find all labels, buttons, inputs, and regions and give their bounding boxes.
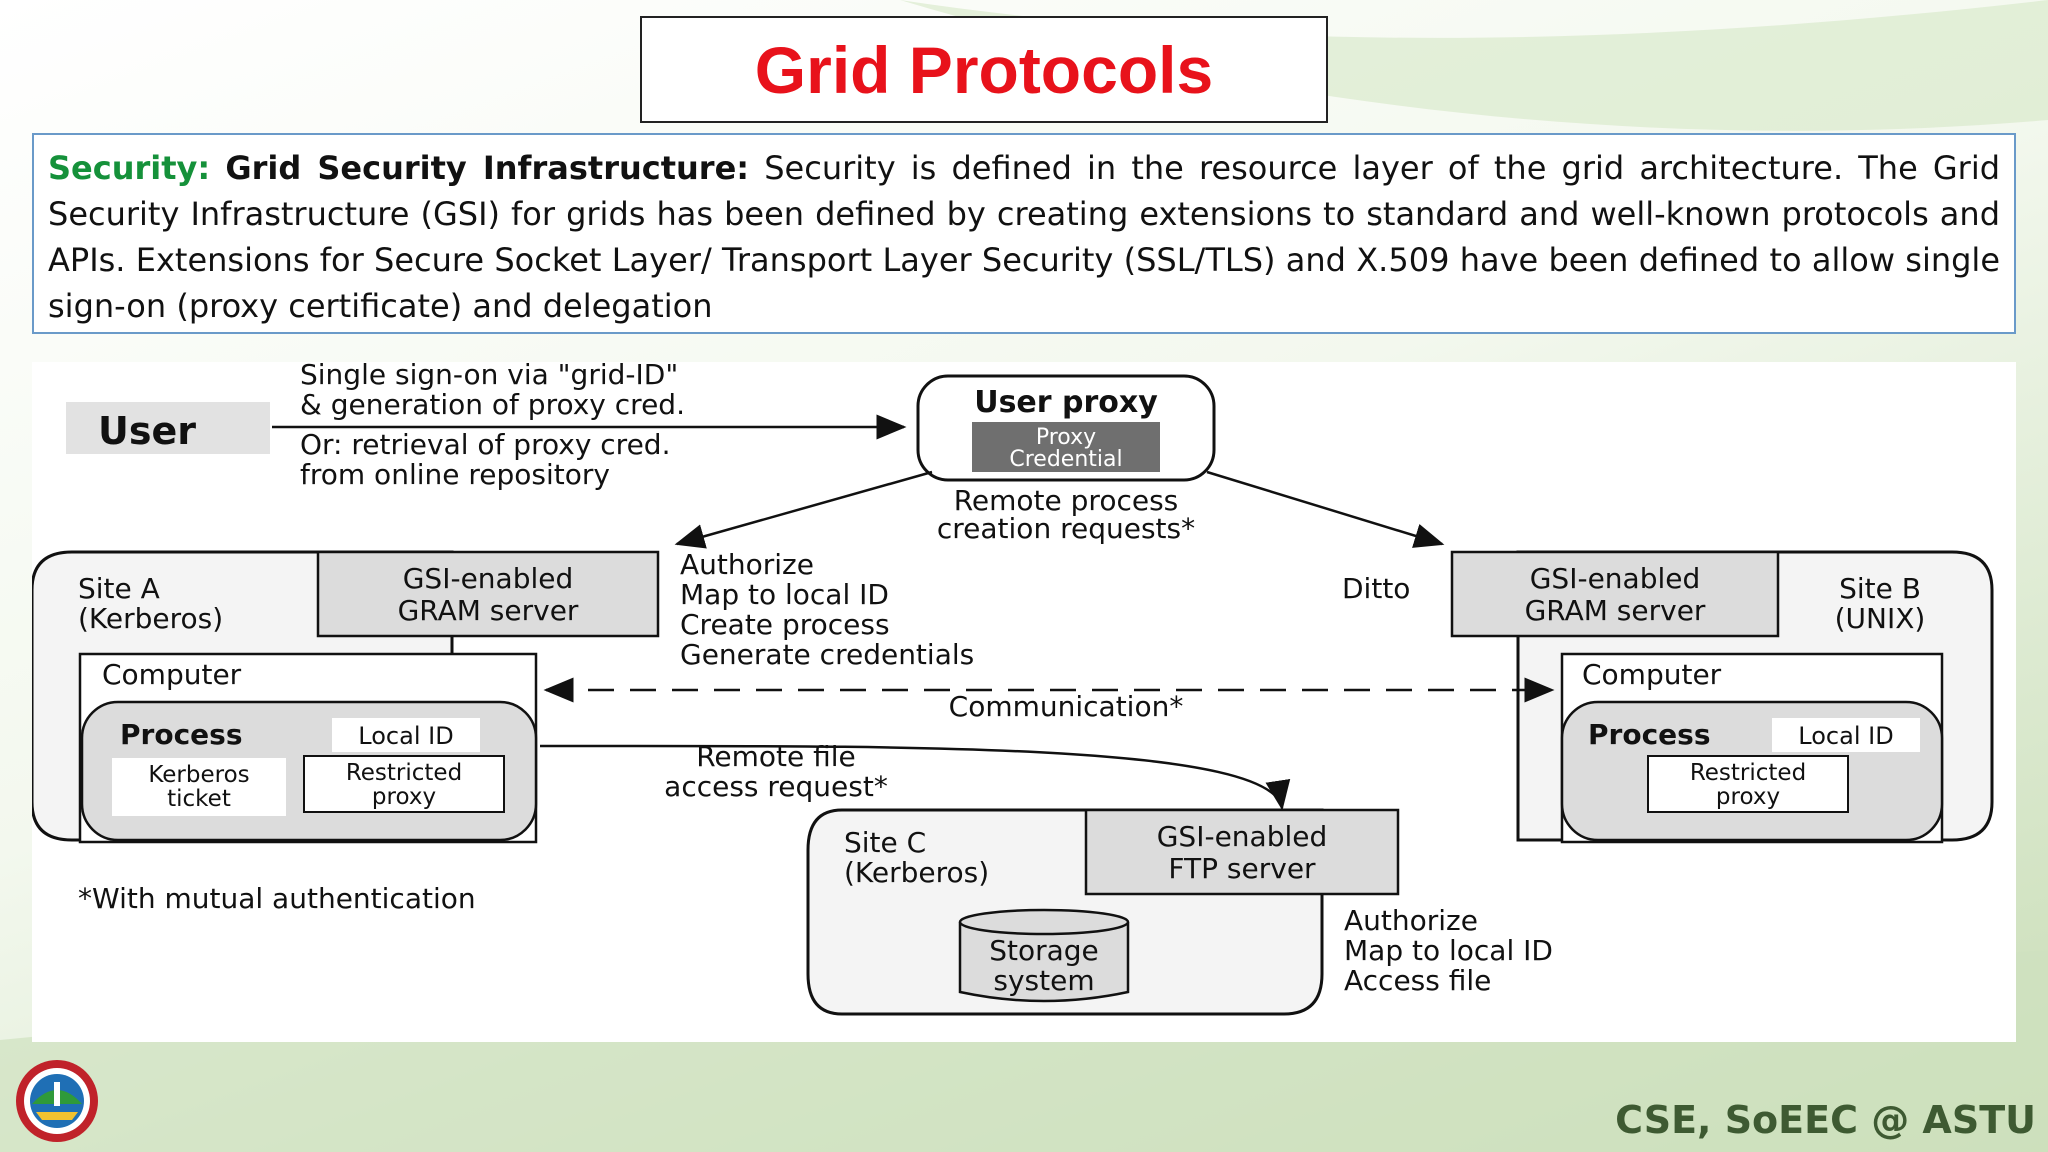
proxy-credential-1: Proxy (1036, 425, 1096, 450)
site-a-server-2: GRAM server (398, 594, 579, 627)
site-b-name-1: Site B (1839, 572, 1921, 605)
user-note-1: Single sign-on via "grid-ID" (300, 362, 678, 391)
site-b-name-2: (UNIX) (1835, 602, 1926, 635)
proxy-credential-box (972, 422, 1160, 472)
site-b-server-2: GRAM server (1525, 594, 1706, 627)
remote-file-2: access request* (664, 770, 888, 803)
site-a-step-3: Create process (680, 608, 890, 641)
footer-credit: CSE, SoEEC @ ASTU (1615, 1098, 2036, 1142)
site-a-process-label: Process (120, 718, 243, 751)
site-a-step-2: Map to local ID (680, 578, 889, 611)
proxy-credential-2: Credential (1009, 447, 1122, 472)
site-c-server-1: GSI-enabled (1157, 820, 1328, 853)
page-title: Grid Protocols (754, 32, 1214, 107)
user-label: User (98, 409, 196, 453)
site-b-local-id-label: Local ID (1798, 722, 1893, 750)
site-a-local-id (332, 718, 480, 752)
site-b-restricted-proxy (1647, 755, 1849, 813)
kerberos-ticket-box (112, 758, 286, 816)
site-a-proxy-1: Restricted (346, 760, 462, 786)
site-b-process-label: Process (1588, 718, 1711, 751)
site-a-restricted-proxy (303, 755, 505, 813)
footnote: *With mutual authentication (78, 882, 476, 915)
site-a-server-1: GSI-enabled (403, 562, 574, 595)
communication-label: Communication* (949, 690, 1184, 723)
storage-system-icon (958, 908, 1130, 1003)
site-b-proxy-1: Restricted (1690, 760, 1806, 786)
site-a-step-1: Authorize (680, 548, 814, 581)
remote-process-1: Remote process (954, 484, 1179, 517)
user-proxy-title: User proxy (974, 385, 1158, 420)
site-c-ftp-server (1084, 808, 1400, 896)
site-c-name-2: (Kerberos) (844, 856, 989, 889)
site-b-gram-server (1450, 550, 1780, 638)
site-a-name-2: (Kerberos) (78, 602, 223, 635)
site-a-local-id-label: Local ID (358, 722, 453, 750)
site-a-gram-server (316, 550, 660, 638)
site-c-server-2: FTP server (1168, 852, 1316, 885)
storage-2: system (993, 964, 1094, 997)
site-c-step-3: Access file (1344, 964, 1491, 997)
site-a-step-4: Generate credentials (680, 638, 974, 671)
kerberos-ticket-2: ticket (167, 786, 231, 812)
site-a-computer-label: Computer (102, 658, 242, 691)
site-b-server-1: GSI-enabled (1530, 562, 1701, 595)
site-b-proxy-2: proxy (1716, 784, 1780, 810)
site-c-step-2: Map to local ID (1344, 934, 1553, 967)
user-box (66, 402, 270, 454)
remote-file-1: Remote file (696, 740, 856, 773)
site-a-name-1: Site A (78, 572, 160, 605)
security-label: Security: (48, 149, 211, 187)
kerberos-ticket-1: Kerberos (148, 762, 249, 788)
site-c-name-1: Site C (844, 826, 926, 859)
site-b-local-id (1772, 718, 1920, 752)
proxy-to-site-a-arrow (674, 470, 933, 549)
title-box: Grid Protocols (640, 16, 1328, 123)
gsi-diagram: User Single sign-on via "grid-ID" & gene… (32, 362, 2016, 1042)
remote-process-2: creation requests* (937, 512, 1195, 545)
site-b-computer-label: Computer (1582, 658, 1722, 691)
university-logo (16, 1060, 98, 1142)
user-note-4: from online repository (300, 458, 610, 491)
gsi-term: Grid Security Infrastructure: (225, 149, 750, 187)
site-a-proxy-2: proxy (372, 784, 436, 810)
description-box: Security: Grid Security Infrastructure: … (32, 133, 2016, 334)
user-note-3: Or: retrieval of proxy cred. (300, 428, 670, 461)
proxy-to-site-b-arrow (1206, 470, 1445, 548)
site-c-step-1: Authorize (1344, 904, 1478, 937)
file-access-arrow (539, 744, 1291, 811)
description-text: Security is defined in the resource laye… (48, 149, 2001, 325)
user-note-2: & generation of proxy cred. (300, 388, 685, 421)
storage-1: Storage (989, 934, 1099, 967)
ditto-label: Ditto (1342, 572, 1410, 605)
